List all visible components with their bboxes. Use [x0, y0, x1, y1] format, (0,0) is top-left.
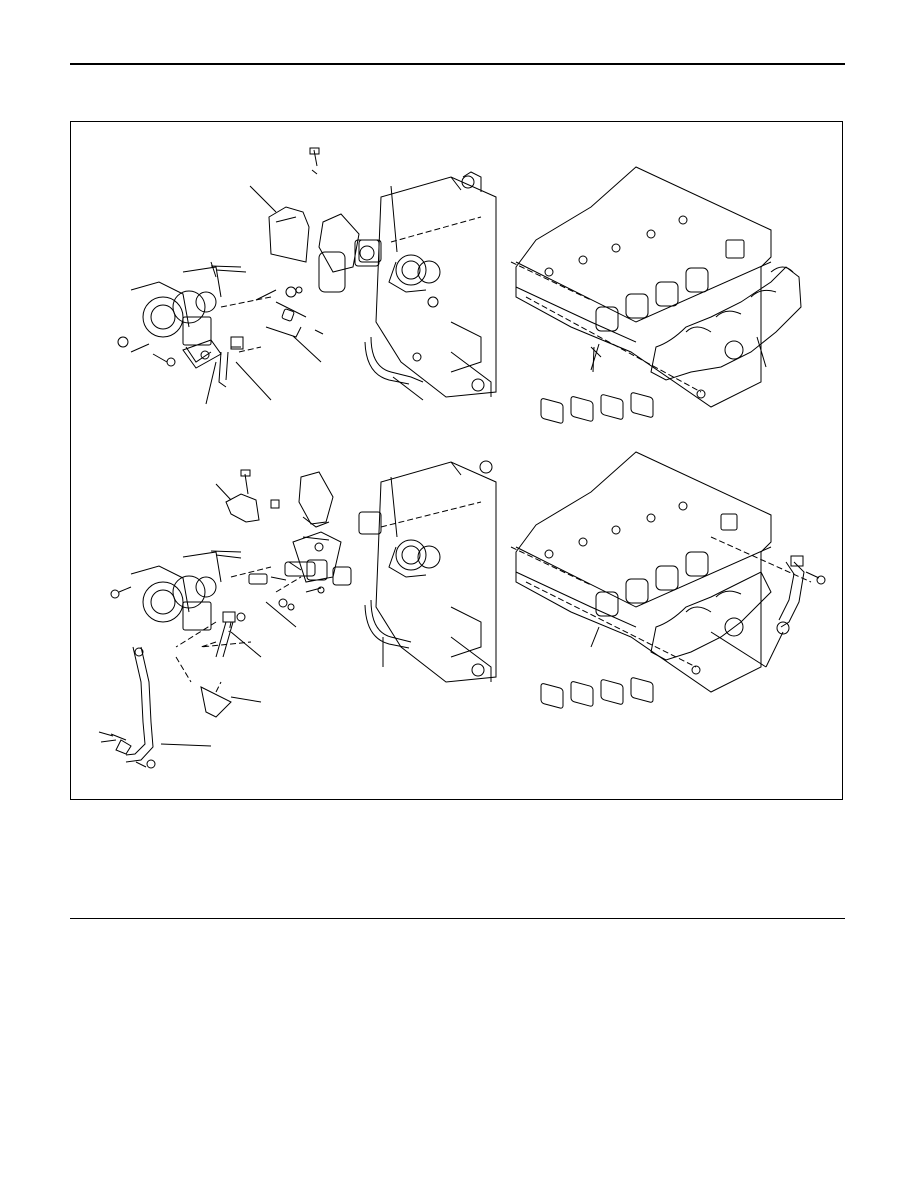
engine-left-bottom	[376, 461, 496, 682]
header-rule	[70, 63, 845, 65]
engine-left-top	[376, 172, 496, 397]
footer-rule	[70, 918, 845, 919]
oil-return-pipe-bottom	[99, 622, 261, 768]
water-hose-top	[365, 337, 423, 400]
exhaust-manifold-top	[526, 267, 801, 398]
egr-valve-assembly	[276, 532, 351, 593]
manifold-gasket-bottom	[591, 514, 737, 647]
leader-turbo-top	[391, 186, 397, 252]
exhaust-manifold-bottom	[526, 572, 771, 674]
egr-pipe-bottom	[711, 537, 825, 667]
turbocharger-bottom	[111, 551, 241, 630]
small-gaskets-top	[286, 240, 379, 297]
heat-protector-bottom	[216, 470, 333, 580]
engine-block-bottom	[511, 452, 771, 709]
oil-return-pipe-top	[183, 337, 271, 404]
turbo-mounted-top	[359, 240, 440, 307]
leader-turbo-bottom	[391, 477, 397, 537]
exploded-diagram	[71, 122, 844, 801]
bottom-view	[99, 452, 825, 768]
turbocharger-top	[118, 262, 246, 366]
engine-block-top	[511, 167, 771, 424]
exploded-diagram-frame	[70, 121, 843, 800]
water-hose-bottom	[365, 600, 411, 667]
manifold-gasket-top	[591, 240, 744, 370]
oil-feed-pipe-bottom	[201, 567, 296, 657]
turbo-mounted-bottom	[359, 512, 440, 577]
oil-feed-pipe-top	[221, 290, 323, 362]
top-view	[118, 148, 801, 424]
heat-protector-top	[250, 148, 359, 292]
